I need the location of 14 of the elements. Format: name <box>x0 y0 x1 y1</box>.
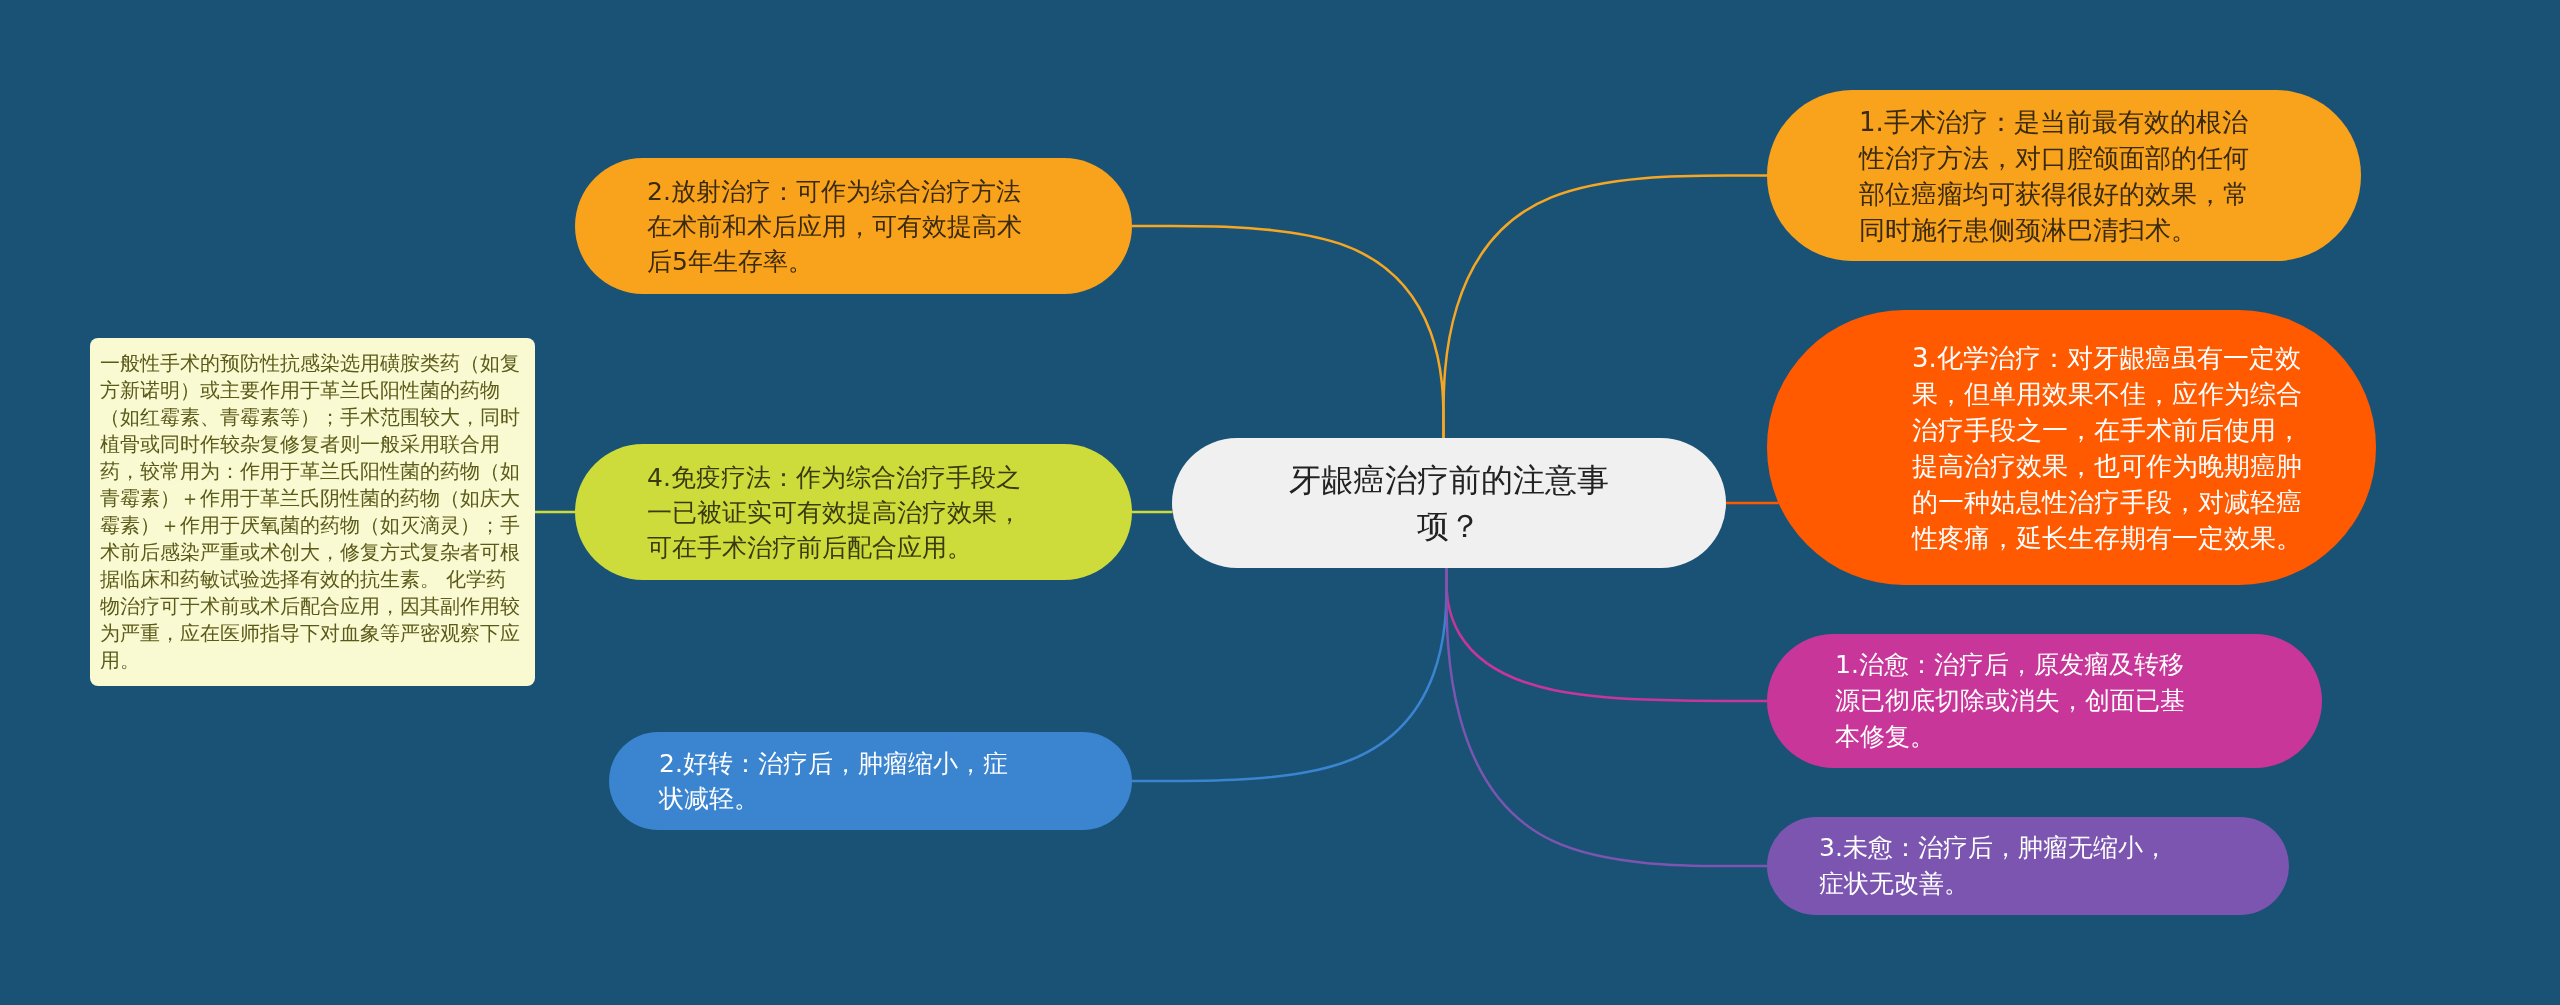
node-text: 3.化学治疗：对牙龈癌虽有一定效果，但单用效果不佳，应作为综合治疗手段之一，在手术前后使用，提高治疗效果，也可作为晚期癌肿的一种姑息性治疗手段，对减轻癌性疼痛，延长生存期有一定效果。 <box>1912 341 2303 555</box>
node-text: 一般性手术的预防性抗感染选用磺胺类药（如复方新诺明）或主要作用于革兰氏阳性菌的药物（如红霉素、青霉素等）；手术范围较大，同时植骨或同时作较杂复修复者则一般采用联合用药，较常用为：作用于革兰氏阳性菌的药物（如青霉素）＋作用于革兰氏阴性菌的药物（如庆大霉素）＋作用于厌氧菌的药物（如灭滴灵）；手术前后感染严重或术创大，修复方式复杂者可根据临床和药敏试验选择有效的抗生素。 化学药物治疗可于术前或术后配合应用，因其副作用较为严重，应在医师指导下对血象等严密观察下应用。 <box>100 350 521 674</box>
connector-line <box>535 510 575 514</box>
connector-line <box>1132 510 1173 514</box>
node-text: 2.放射治疗：可作为综合治疗方法在术前和术后应用，可有效提高术后5年生存率。 <box>647 175 1023 278</box>
connector-line <box>1445 568 1767 868</box>
node-text: 1.治愈：治疗后，原发瘤及转移源已彻底切除或消失，创面已基本修复。 <box>1835 649 2186 753</box>
node-text: 1.手术治疗：是当前最有效的根治性治疗方法，对口腔颌面部的任何部位癌瘤均可获得很好的效果，常同时施行患侧颈淋巴清扫术。 <box>1859 105 2250 247</box>
node-text: 牙龈癌治疗前的注意事项？ <box>1288 460 1610 547</box>
node-text: 2.好转：治疗后，肿瘤缩小，症状减轻。 <box>659 748 1009 815</box>
connector-line <box>1726 501 1779 505</box>
connector-line <box>1442 174 1767 438</box>
node-text: 4.免疫疗法：作为综合治疗手段之一已被证实可有效提高治疗效果，可在手术治疗前后配合应用。 <box>647 461 1023 564</box>
node-text: 3.未愈：治疗后，肿瘤无缩小，症状无改善。 <box>1819 832 2169 900</box>
